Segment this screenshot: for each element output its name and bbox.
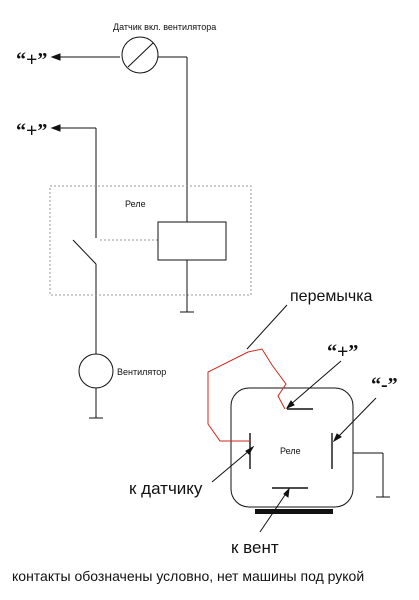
to-fan-label: к вент [231, 538, 279, 557]
relay-label-top: Реле [125, 199, 146, 209]
plus-feed-arrow-icon [50, 124, 61, 132]
fan-icon [78, 353, 114, 389]
plus-label-top: “+” [16, 49, 47, 71]
plus-pointer-arrow-icon [285, 400, 295, 410]
switch-circuit [50, 124, 103, 419]
plus-pointer-line [289, 360, 342, 406]
jumper-wire-left [207, 351, 250, 442]
sensor-circuit [50, 36, 188, 222]
relay-coil [157, 221, 227, 261]
relay-label-bottom: Реле [280, 446, 301, 456]
sensor-plus-arrow-icon [50, 53, 61, 61]
fan-label: Вентилятор [117, 367, 166, 377]
relay-mount-bar [255, 509, 333, 514]
minus-pointer-arrow-icon [332, 433, 342, 443]
plus-label-relay: “+” [327, 341, 358, 363]
fan-pointer-line [259, 491, 288, 533]
relay-dotted-outline [49, 185, 252, 296]
pinout-pointers [211, 360, 390, 533]
relay-switch-blade [72, 239, 97, 265]
jumper-wire-right [247, 348, 287, 410]
jumper-label: перемычка [290, 288, 373, 305]
sensor-needle [127, 42, 154, 68]
jumper-pointer-line [246, 304, 288, 350]
footnote: контакты обозначены условно, нет машины … [12, 568, 364, 584]
to-sensor-label: к датчику [129, 479, 203, 498]
sensor-label: Датчик вкл. вентилятора [113, 22, 216, 32]
relay-housing [230, 387, 354, 508]
plus-label-second: “+” [16, 120, 47, 142]
fan-pointer-arrow-icon [283, 487, 290, 498]
sensor-symbol-icon [121, 36, 159, 74]
sensor-pointer-arrow-icon [245, 445, 255, 455]
minus-pointer-line [336, 397, 377, 439]
sensor-pointer-line [211, 449, 251, 483]
minus-label-relay: “-” [371, 374, 398, 396]
